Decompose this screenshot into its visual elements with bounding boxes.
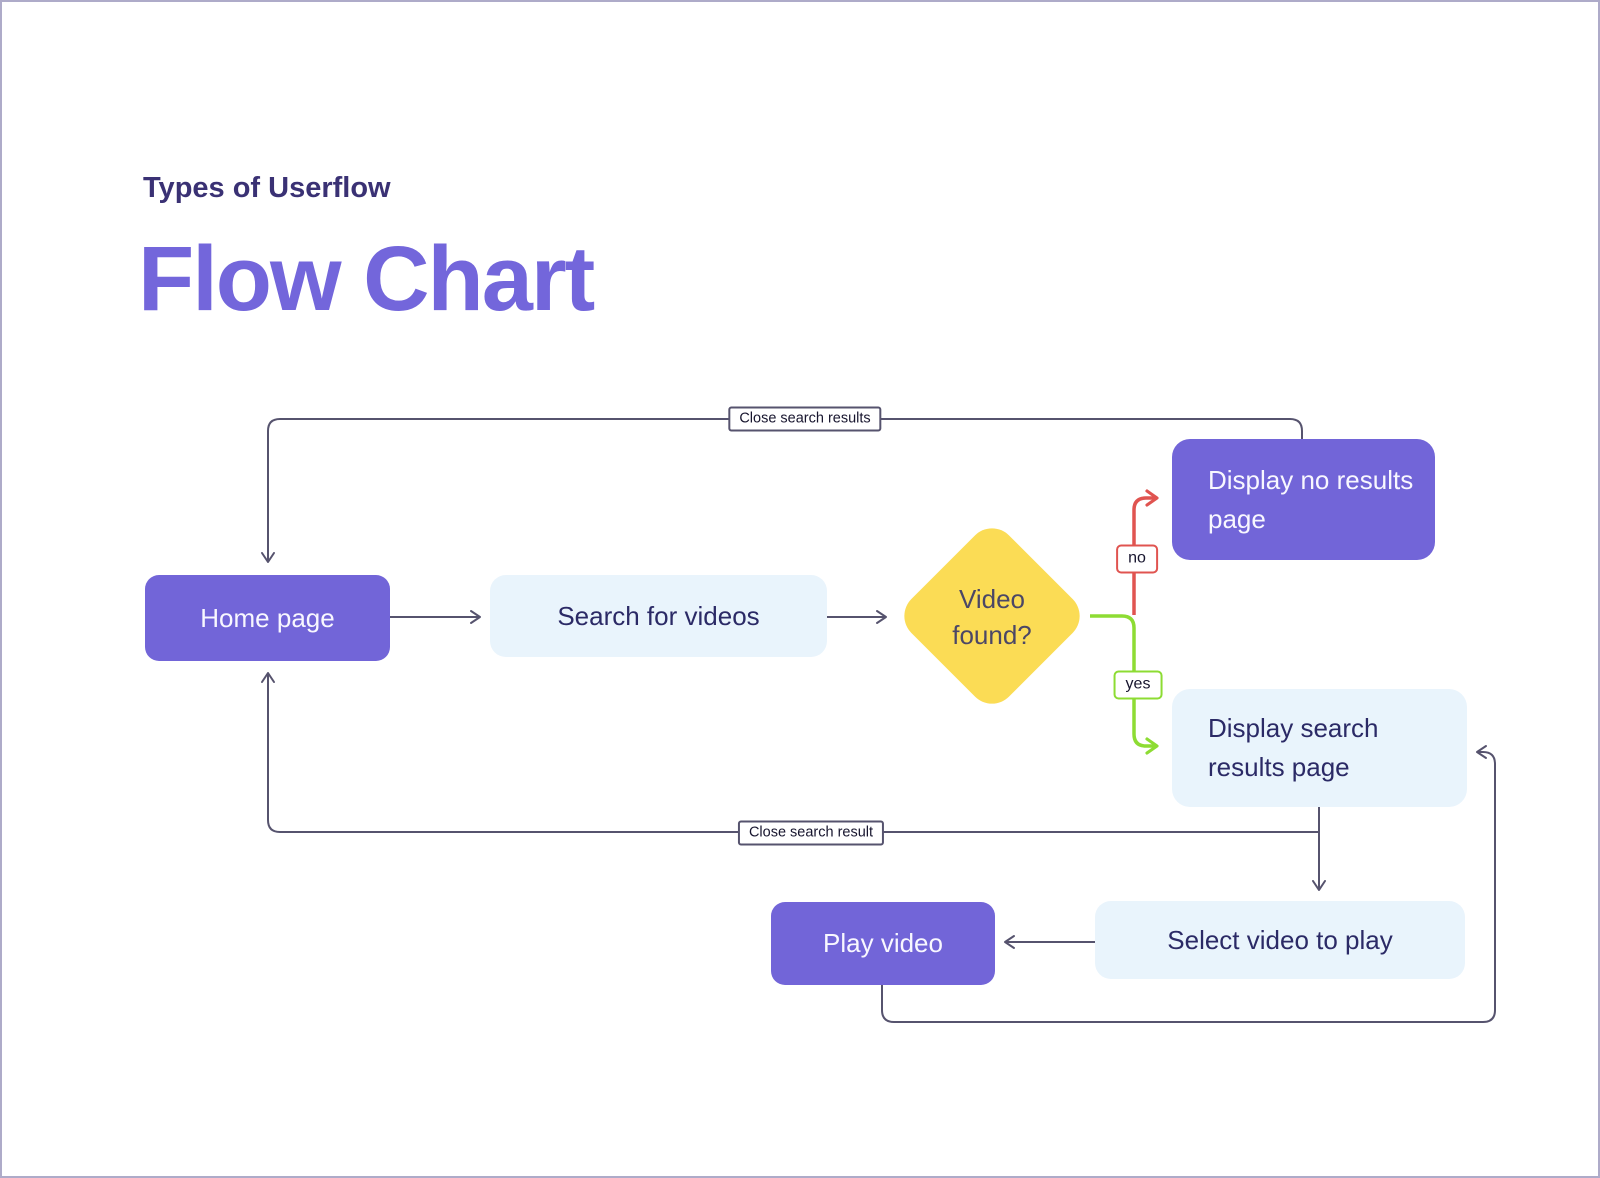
node-home-page-label: Home page: [200, 602, 335, 633]
node-select-video-to-play: Select video to play: [1095, 901, 1465, 979]
edge-label-close-search-results: Close search results: [728, 406, 882, 432]
node-play-video-label: Play video: [823, 928, 943, 958]
page-subtitle: Types of Userflow: [143, 172, 391, 204]
edge-label-yes: yes: [1113, 670, 1163, 700]
edge-searchresults-to-home-close-search-result: [261, 672, 1319, 833]
edge-decision-no-branch: [1132, 489, 1159, 615]
page-title: Flow Chart: [138, 228, 595, 330]
node-search-for-videos: Search for videos: [490, 575, 827, 657]
edge-label-close-search-result: Close search result: [737, 820, 885, 846]
node-video-found-label: Video found?: [952, 583, 1032, 650]
node-search-for-videos-label: Search for videos: [557, 600, 760, 631]
node-display-search-results-label: Display search results page: [1208, 713, 1379, 782]
node-video-found-decision: Video found?: [922, 577, 1062, 657]
edge-label-no: no: [1116, 544, 1158, 574]
edge-noresults-to-home-close-search-results: [261, 418, 1303, 563]
node-select-video-label: Select video to play: [1167, 924, 1393, 955]
node-home-page: Home page: [145, 575, 390, 661]
edge-play-to-searchresults-loop: [881, 745, 1496, 1023]
node-play-video: Play video: [771, 902, 995, 985]
node-display-no-results-page: Display no results page: [1172, 439, 1435, 560]
node-display-search-results-page: Display search results page: [1172, 689, 1467, 807]
node-display-no-results-label: Display no results page: [1208, 464, 1414, 534]
